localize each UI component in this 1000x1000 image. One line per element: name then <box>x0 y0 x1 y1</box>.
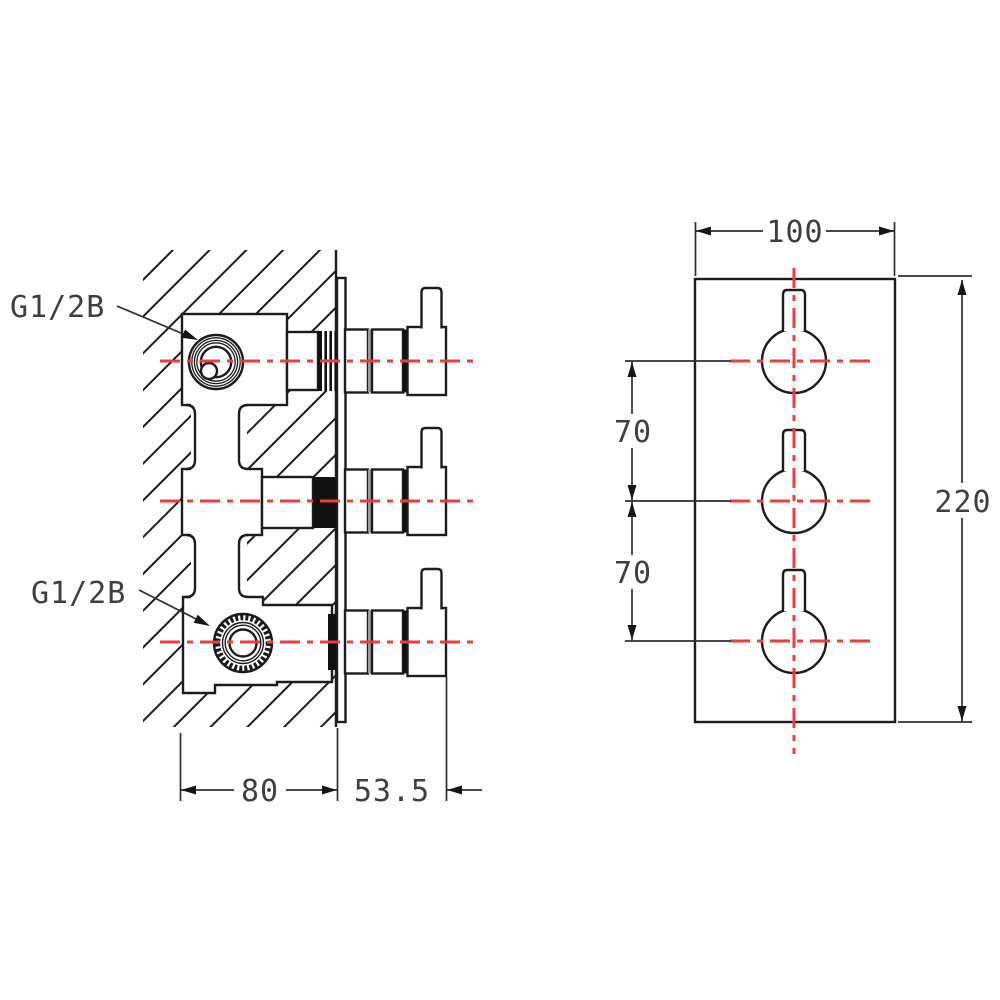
leader-top <box>116 305 198 340</box>
dim-protrusion-53-5: 53.5 <box>354 677 482 809</box>
svg-text:53.5: 53.5 <box>354 774 430 809</box>
svg-text:100: 100 <box>766 215 823 250</box>
dim-height-220: 220 <box>898 275 991 723</box>
dim-depth-80: 80 <box>179 728 339 809</box>
front-view: 100 70 70 220 <box>614 215 991 754</box>
handle-top <box>343 286 448 397</box>
handle-bottom <box>343 567 448 678</box>
dim-70-upper-label: 70 <box>614 415 652 450</box>
handle-middle <box>343 426 448 537</box>
dim-width-100: 100 <box>694 215 896 276</box>
pipe-lower <box>185 533 249 599</box>
port-label-bottom: G1/2B <box>31 576 126 611</box>
pipe-upper <box>185 402 249 471</box>
svg-text:80: 80 <box>241 774 279 809</box>
dim-70-lower-label: 70 <box>614 556 652 591</box>
dim-spacing-70: 70 70 <box>614 360 731 642</box>
side-view: G1/2B G1/2B 80 53.5 <box>10 250 482 809</box>
leader-bottom <box>138 589 210 626</box>
svg-text:220: 220 <box>934 485 991 520</box>
port-label-top: G1/2B <box>10 290 105 325</box>
